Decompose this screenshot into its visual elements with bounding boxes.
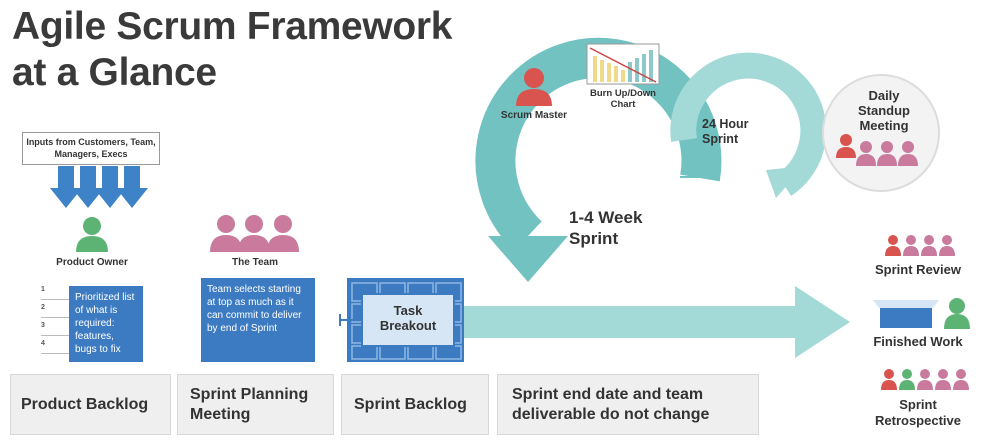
daily-cycle-icon xyxy=(670,52,827,198)
team-label: The Team xyxy=(232,257,278,268)
daily-standup-label: Daily Standup Meeting xyxy=(858,88,910,133)
backlog-description-box: Prioritized list of what is required: fe… xyxy=(69,286,143,362)
sprint-end-box: Sprint end date and team deliverable do … xyxy=(497,374,759,435)
sprint-planning-box: Sprint Planning Meeting xyxy=(177,374,334,435)
title-line-1: Agile Scrum Framework xyxy=(12,5,453,48)
list-item: 1 xyxy=(41,286,71,300)
title-line-2: at a Glance xyxy=(12,51,217,94)
inputs-box: Inputs from Customers, Team, Managers, E… xyxy=(22,132,160,165)
sprint-backlog-box: Sprint Backlog xyxy=(341,374,489,435)
product-owner-icon xyxy=(76,217,108,252)
input-arrows-icon xyxy=(50,166,148,208)
sprint-retrospective-label: Sprint Retrospective xyxy=(875,397,961,428)
daily-cycle-label: 24 Hour Sprint xyxy=(702,117,749,146)
task-breakout-label: Task Breakout xyxy=(379,303,437,333)
standup-people-icon xyxy=(836,134,918,166)
burn-chart-label: Burn Up/Down Chart xyxy=(590,88,656,110)
review-people-icon xyxy=(885,235,955,256)
flow-arrow xyxy=(455,286,850,358)
burndown-chart-icon xyxy=(586,43,660,85)
product-backlog-text: Product Backlog xyxy=(21,395,149,413)
scrum-master-icon xyxy=(516,68,552,106)
backlog-number-list: 1 2 3 4 xyxy=(41,281,71,361)
team-selects-box: Team selects starting at top as much as … xyxy=(201,278,315,362)
list-item: 3 xyxy=(41,322,71,336)
finished-work-icon xyxy=(873,298,970,329)
retrospective-people-icon xyxy=(881,369,969,390)
product-backlog-box: Product Backlog xyxy=(10,374,171,435)
sprint-cycle-label: 1-4 Week Sprint xyxy=(569,208,643,248)
sprint-end-text: Sprint end date and team deliverable do … xyxy=(512,385,710,423)
team-icon xyxy=(210,215,299,252)
page-title: Agile Scrum Framework at a Glance xyxy=(12,4,532,96)
product-owner-label: Product Owner xyxy=(56,257,128,268)
sprint-backlog-text: Sprint Backlog xyxy=(354,395,467,413)
sprint-review-label: Sprint Review xyxy=(875,262,961,277)
task-board xyxy=(339,278,464,362)
scrum-master-label: Scrum Master xyxy=(500,110,568,121)
finished-work-label: Finished Work xyxy=(873,334,963,349)
list-item: 2 xyxy=(41,304,71,318)
list-item: 4 xyxy=(41,340,71,354)
sprint-planning-text: Sprint Planning Meeting xyxy=(190,385,309,423)
